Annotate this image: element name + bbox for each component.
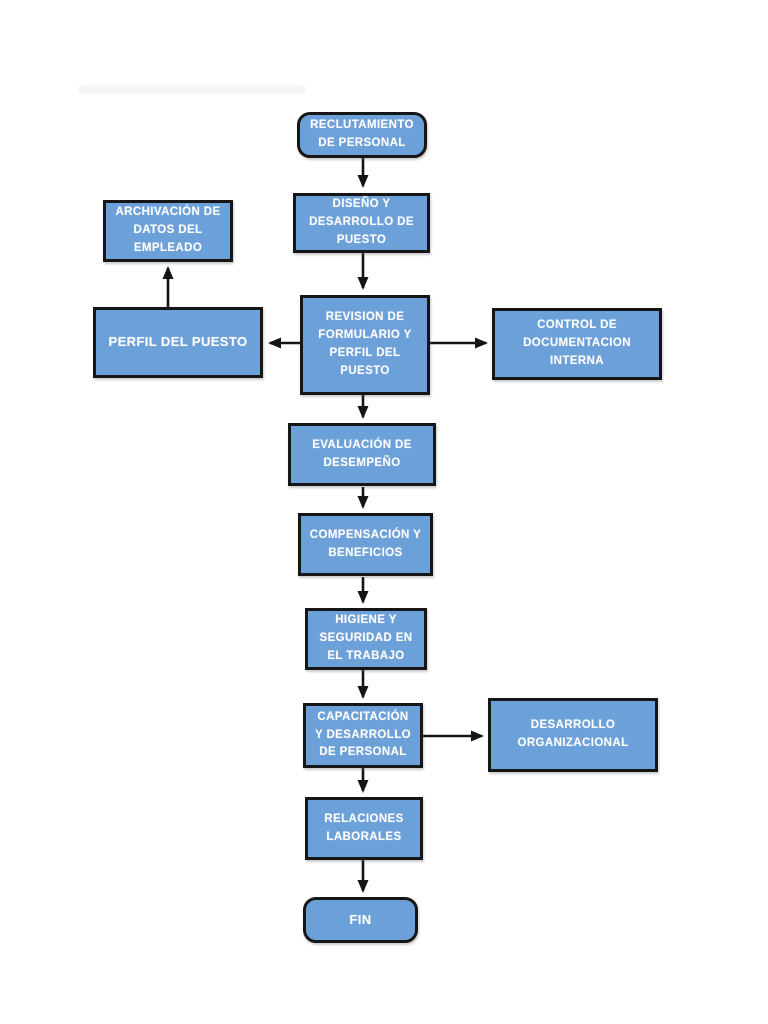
node-label: DESARROLLO ORGANIZACIONAL <box>517 719 629 749</box>
node-label: RECLUTAMIENTO DE PERSONAL <box>310 119 414 149</box>
node-label: COMPENSACIÓN Y BENEFICIOS <box>309 528 422 559</box>
node-label: HIGIENE Y SEGURIDAD EN EL TRABAJO <box>319 614 413 662</box>
node-control-de-documentacion-interna: CONTROL DE DOCUMENTACION INTERNA <box>492 308 662 380</box>
node-compensacion-y-beneficios: COMPENSACIÓN Y BENEFICIOS <box>298 513 433 576</box>
node-relaciones-laborales: RELACIONES LABORALES <box>305 797 423 860</box>
faint-watermark-artifact <box>78 85 306 94</box>
node-desarrollo-organizacional: DESARROLLO ORGANIZACIONAL <box>488 698 658 772</box>
node-label: RELACIONES LABORALES <box>324 812 404 843</box>
node-fin: FIN <box>303 897 418 943</box>
node-label: CONTROL DE DOCUMENTACION INTERNA <box>523 319 631 367</box>
node-archivacion-de-datos-del-empleado: ARCHIVACIÓN DE DATOS DEL EMPLEADO <box>103 200 233 262</box>
node-label: REVISION DE FORMULARIO Y PERFIL DEL PUES… <box>318 311 412 377</box>
node-higiene-y-seguridad-en-el-trabajo: HIGIENE Y SEGURIDAD EN EL TRABAJO <box>305 608 427 670</box>
node-revision-de-formulario-y-perfil-del-puesto: REVISION DE FORMULARIO Y PERFIL DEL PUES… <box>300 295 430 395</box>
node-label: FIN <box>349 911 372 927</box>
node-label: PERFIL DEL PUESTO <box>108 334 248 350</box>
node-diseno-y-desarrollo-de-puesto: DISEÑO Y DESARROLLO DE PUESTO <box>293 193 430 253</box>
node-capacitacion-y-desarrollo-de-personal: CAPACITACIÓN Y DESARROLLO DE PERSONAL <box>303 703 423 768</box>
node-label: ARCHIVACIÓN DE DATOS DEL EMPLEADO <box>115 206 221 254</box>
node-label: CAPACITACIÓN Y DESARROLLO DE PERSONAL <box>315 710 411 759</box>
node-reclutamiento-de-personal: RECLUTAMIENTO DE PERSONAL <box>297 112 427 158</box>
node-perfil-del-puesto: PERFIL DEL PUESTO <box>93 307 263 378</box>
node-evaluacion-de-desempeno: EVALUACIÓN DE DESEMPEÑO <box>288 423 436 486</box>
node-label: DISEÑO Y DESARROLLO DE PUESTO <box>309 198 414 246</box>
node-label: EVALUACIÓN DE DESEMPEÑO <box>312 438 412 469</box>
